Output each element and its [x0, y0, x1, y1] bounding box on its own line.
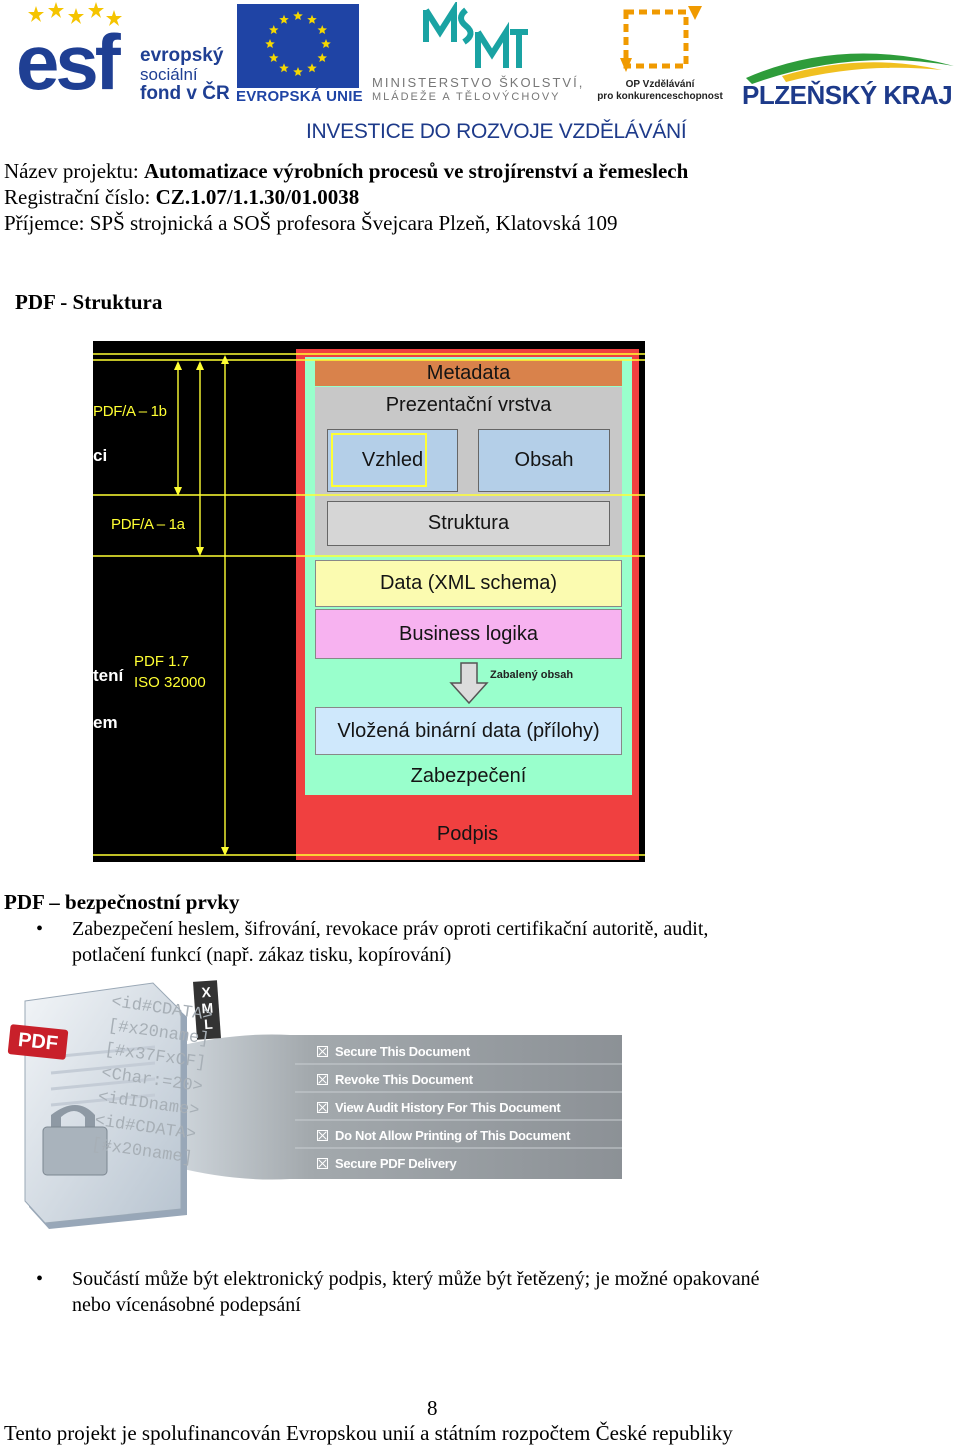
eu-star-icon: [321, 39, 331, 48]
plzensky-kraj-label: PLZEŇSKÝ KRAJ: [742, 80, 953, 110]
content-box: Obsah: [478, 429, 610, 492]
checkbox-icon: [317, 1073, 328, 1085]
op-label: OP Vzdělávání pro konkurenceschopnost: [597, 79, 723, 102]
msmt-label: MINISTERSTVO ŠKOLSTVÍ, MLÁDEŽE A TĚLOVÝC…: [372, 75, 585, 104]
label-ci: ci: [93, 446, 108, 465]
eu-star-icon: [269, 25, 279, 34]
appearance-box: Vzhled: [327, 429, 458, 492]
logo-strip: esf evropský sociální fond v ČR EVROPSKÁ…: [0, 0, 960, 150]
eu-star-icon: [293, 67, 303, 76]
metadata-box: Metadata: [315, 360, 622, 386]
eu-star-icon: [279, 63, 289, 73]
option-secure-document[interactable]: Secure This Document: [317, 1039, 470, 1063]
eu-star-icon: [265, 39, 275, 48]
structure-box: Struktura: [327, 501, 610, 546]
checkbox-icon: [317, 1157, 328, 1169]
security-bullet-line2: potlačení funkcí (např. zákaz tisku, kop…: [72, 944, 452, 966]
bullet-dot: •: [36, 1268, 44, 1290]
scope-lines: [93, 353, 645, 856]
checkbox-icon: [317, 1129, 328, 1141]
page-number: 8: [427, 1396, 438, 1420]
label-teni: tení: [93, 666, 124, 685]
signature-label: Podpis: [436, 822, 499, 845]
eu-star-icon: [293, 11, 303, 20]
section-title-security: PDF – bezpečnostní prvky: [4, 890, 240, 914]
eu-star-icon: [307, 14, 317, 24]
esf-subtitle: evropský sociální fond v ČR: [140, 45, 230, 104]
msmt-logo: [423, 2, 528, 68]
option-view-audit-history[interactable]: View Audit History For This Document: [317, 1095, 561, 1119]
section-title-structure: PDF - Struktura: [15, 290, 163, 314]
eu-stars-icon: [265, 11, 331, 76]
plzensky-kraj-swoosh-icon: [746, 53, 954, 84]
label-pdf-17: PDF 1.7: [134, 653, 190, 670]
op-education-logo: [620, 6, 702, 72]
business-logic-box: Business logika: [315, 609, 622, 659]
bullet-dot: •: [36, 918, 44, 940]
pdf-badge: PDF: [7, 1024, 69, 1060]
eu-star-icon: [279, 14, 289, 24]
investment-banner: INVESTICE DO ROZVOJE VZDĚLÁVÁNÍ: [306, 120, 687, 143]
security-bullet-line1: Zabezpečení heslem, šifrování, revokace …: [72, 918, 709, 940]
eu-star-icon: [307, 63, 317, 73]
signature-bullet-line2: nebo vícenásobné podepsání: [72, 1294, 301, 1316]
appearance-highlight: [331, 433, 427, 487]
pdf-structure-diagram: Metadata Prezentační vrstva Vzhled Obsah…: [93, 341, 645, 862]
signature-bullet-line1: Součástí může být elektronický podpis, k…: [72, 1268, 760, 1290]
footer-note: Tento projekt je spolufinancován Evropsk…: [4, 1421, 733, 1445]
eu-star-icon: [269, 53, 279, 62]
registration-line: Registrační číslo: CZ.1.07/1.1.30/01.003…: [4, 185, 360, 209]
packaged-content-label: Zabalený obsah: [490, 669, 574, 681]
option-secure-pdf-delivery[interactable]: Secure PDF Delivery: [317, 1151, 457, 1175]
option-disallow-printing[interactable]: Do Not Allow Printing of This Document: [317, 1123, 570, 1147]
option-revoke-document[interactable]: Revoke This Document: [317, 1067, 473, 1091]
label-pdfa-1b: PDF/A – 1b: [93, 403, 167, 420]
presentation-label: Prezentační vrstva: [385, 393, 552, 416]
esf-stars-logo: [28, 2, 122, 26]
eu-label: EVROPSKÁ UNIE: [236, 88, 363, 105]
embedded-binary-box: Vložená binární data (přílohy): [315, 707, 622, 755]
label-iso: ISO 32000: [134, 674, 206, 691]
recipient-line: Příjemce: SPŠ strojnická a SOŠ profesora…: [4, 211, 618, 235]
project-name-line: Název projektu: Automatizace výrobních p…: [4, 159, 689, 183]
esf-logo: esf: [16, 18, 121, 106]
eu-star-icon: [317, 53, 327, 62]
checkbox-icon: [317, 1101, 328, 1113]
data-xml-box: Data (XML schema): [315, 560, 622, 607]
checkbox-icon: [317, 1045, 328, 1057]
label-pdfa-1a: PDF/A – 1a: [111, 516, 185, 533]
pdf-security-graphic: PDF XML <id#CDATA> [#x20name] [#x37FxCF]…: [5, 977, 625, 1233]
security-label: Zabezpečení: [410, 764, 527, 787]
eu-star-icon: [317, 25, 327, 34]
eu-flag-logo: [237, 4, 359, 88]
down-arrow-icon: [449, 662, 489, 705]
label-em: em: [93, 713, 118, 732]
